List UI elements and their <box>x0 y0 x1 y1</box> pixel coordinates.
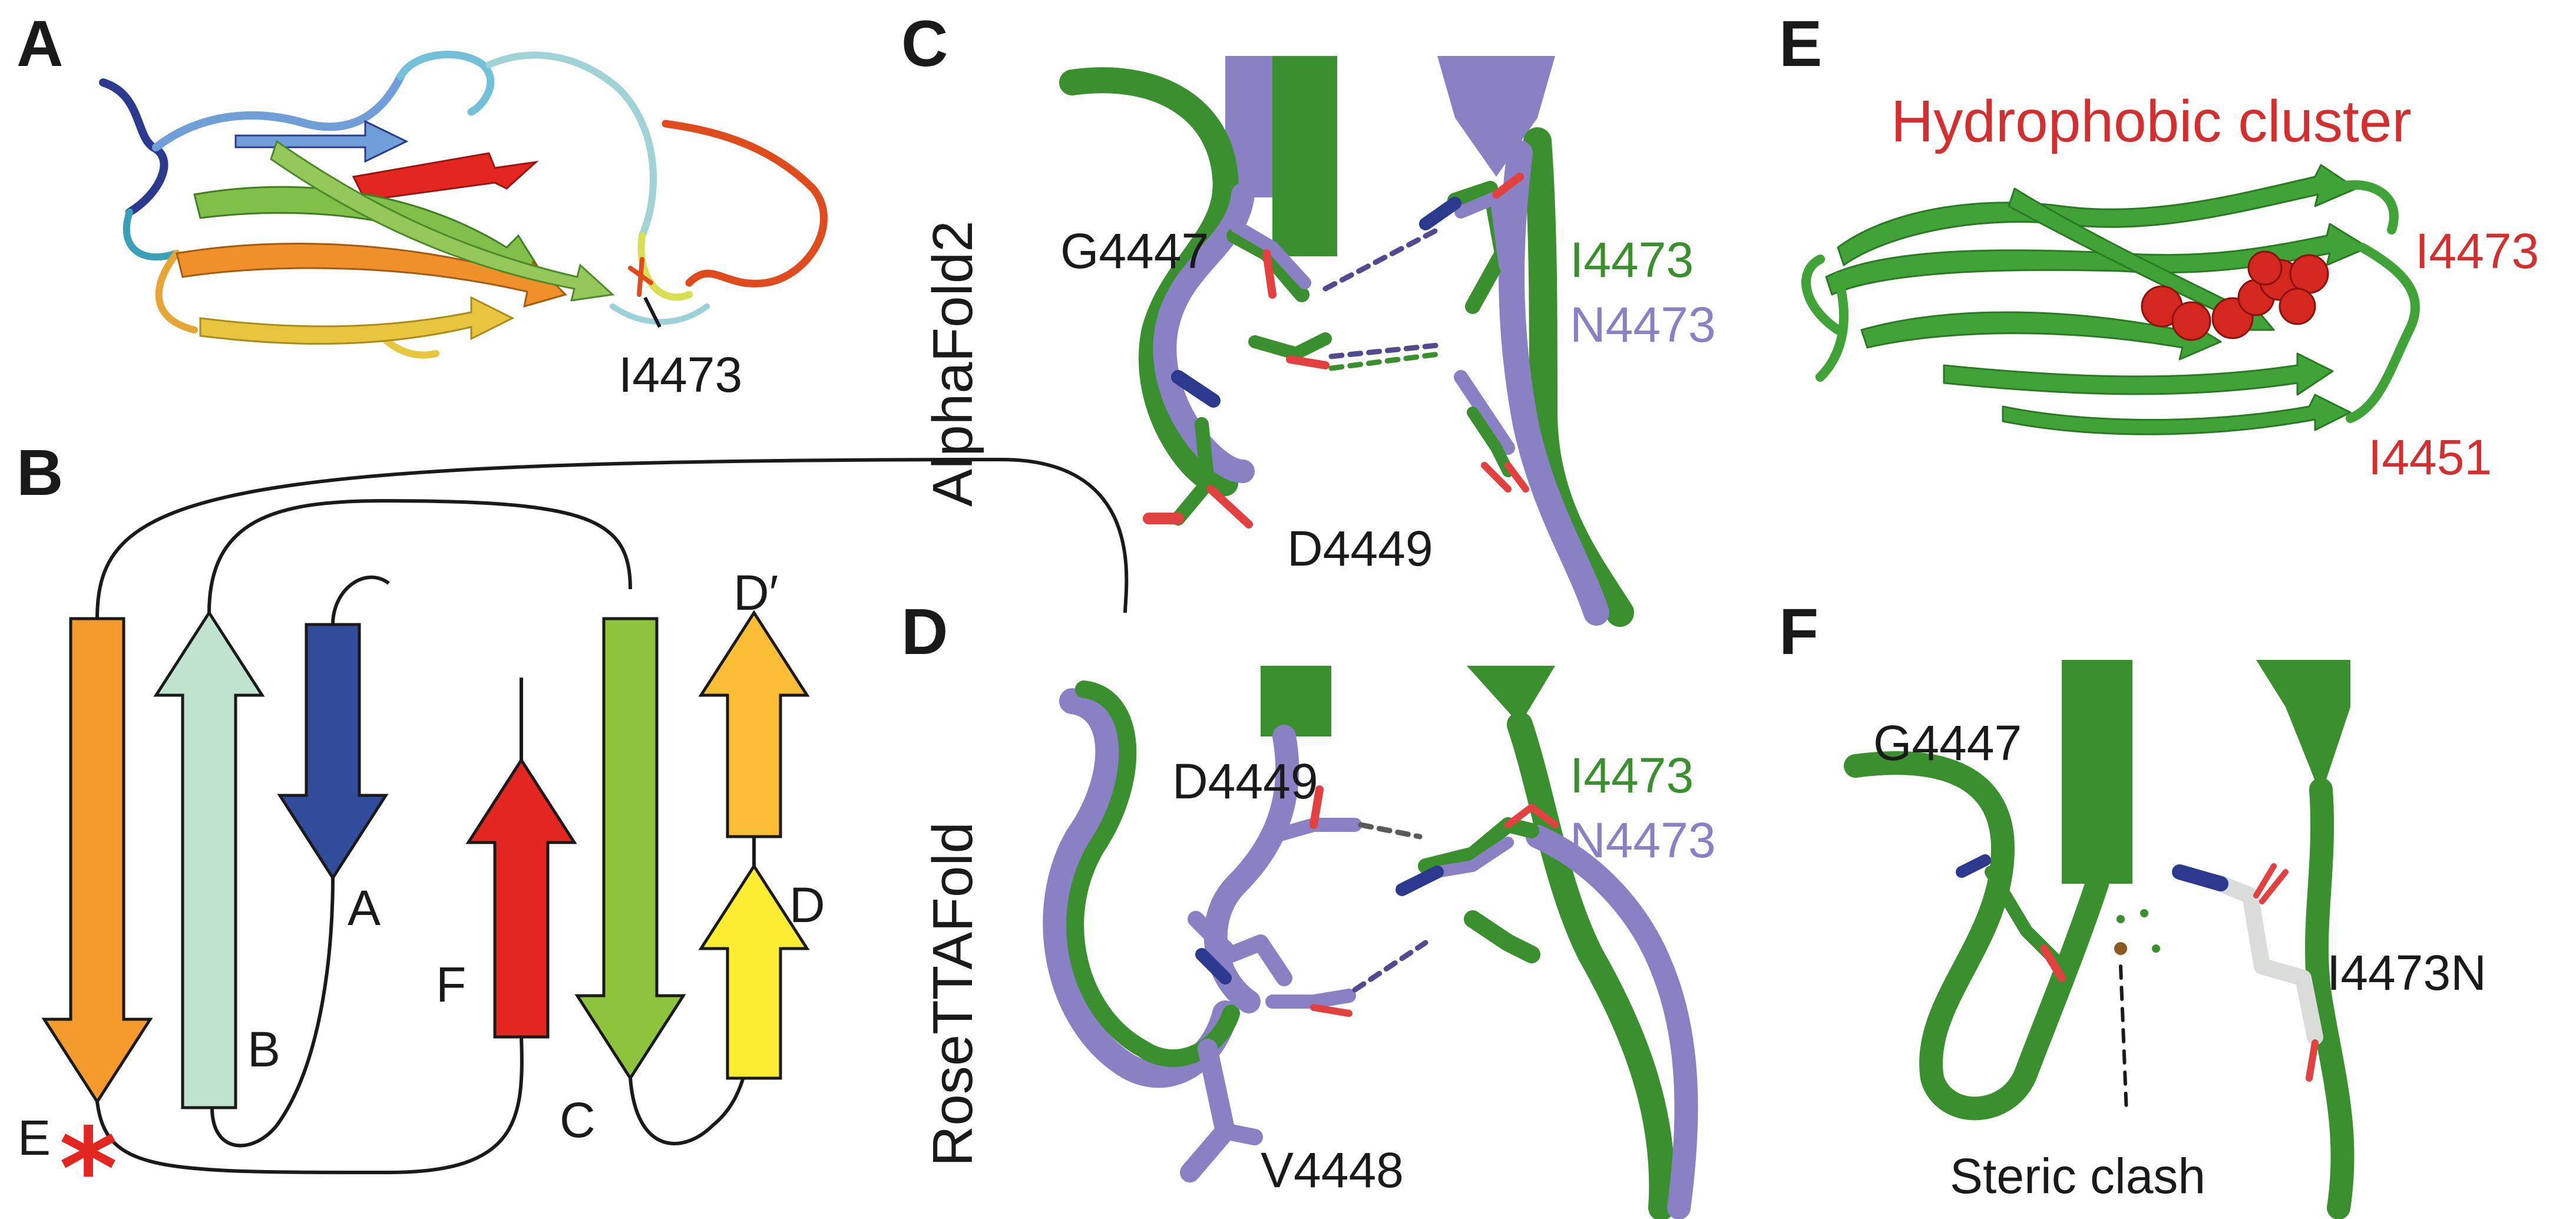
method-label-rosettafold: RoseTTAFold <box>921 822 984 1167</box>
panel-a: A I4473 <box>16 8 828 402</box>
panel-label-b: B <box>16 437 63 509</box>
panel-c-res-mut: N4473 <box>1570 297 1716 352</box>
strand-b-arrow <box>153 610 265 1109</box>
panel-label-e: E <box>1779 8 1822 80</box>
panel-e-res-i4473: I4473 <box>2415 223 2539 279</box>
strand-label-c: C <box>560 1092 596 1148</box>
strand-d-arrow <box>698 863 810 1080</box>
panel-d: D RoseTTAFold <box>901 596 1716 1219</box>
panel-d-res-d4449: D4449 <box>1172 754 1318 809</box>
strand-dprime-arrow <box>698 610 810 838</box>
topology-connectors <box>95 457 1129 1175</box>
panel-c-res-g4447: G4447 <box>1060 223 1209 279</box>
strand-label-b: B <box>247 1022 280 1077</box>
strand-label-dprime: D′ <box>733 565 778 620</box>
panel-e-title: Hydrophobic cluster <box>1891 88 2412 154</box>
panel-d-res-wt: I4473 <box>1570 748 1694 803</box>
panel-a-residue-label: I4473 <box>619 347 742 402</box>
strand-c-arrow <box>574 617 686 1081</box>
panel-label-a: A <box>16 8 63 80</box>
panel-label-f: F <box>1779 596 1818 668</box>
strand-label-e: E <box>18 1110 51 1165</box>
panel-e-loops <box>1801 180 2420 423</box>
panel-a-leader <box>643 296 662 328</box>
panel-f-structure <box>1844 660 2355 1219</box>
panel-c: C AlphaFold2 <box>901 8 1716 627</box>
panel-f-annotation-steric-clash: Steric clash <box>1950 1148 2205 1204</box>
panel-b: B E B A F C D′ D * <box>16 437 1129 1219</box>
panel-a-cartoon <box>99 51 828 359</box>
panel-d-res-v4448: V4448 <box>1261 1142 1404 1198</box>
strand-e-arrow <box>41 617 153 1105</box>
panel-c-structure <box>1059 56 1634 627</box>
strand-f-arrow <box>465 757 577 1039</box>
panel-c-res-d4449: D4449 <box>1287 521 1433 576</box>
panel-e-res-i4451: I4451 <box>2368 430 2492 485</box>
panel-f: F G4447 I4473N Steric clash <box>1779 596 2486 1219</box>
panel-d-structure <box>1043 666 1698 1219</box>
panel-c-res-wt: I4473 <box>1570 232 1694 288</box>
panel-d-res-mut: N4473 <box>1570 812 1716 868</box>
method-label-alphafold2: AlphaFold2 <box>921 220 984 507</box>
panel-e: E Hydrophobic cluster I4473 I445 <box>1779 8 2539 485</box>
panel-e-cartoon <box>1825 164 2369 435</box>
strand-label-f: F <box>436 957 466 1012</box>
panel-f-res-g4447: G4447 <box>1873 715 2022 771</box>
hydrophobic-sphere-cluster <box>2141 250 2329 341</box>
strand-a-arrow <box>277 623 389 881</box>
panel-f-res-i4473n: I4473N <box>2327 945 2486 1000</box>
panel-label-c: C <box>901 8 948 80</box>
strand-label-d: D <box>789 877 825 933</box>
strand-label-a: A <box>348 880 381 936</box>
panel-label-d: D <box>901 596 948 668</box>
mutation-marker-asterisk: * <box>59 1104 117 1219</box>
